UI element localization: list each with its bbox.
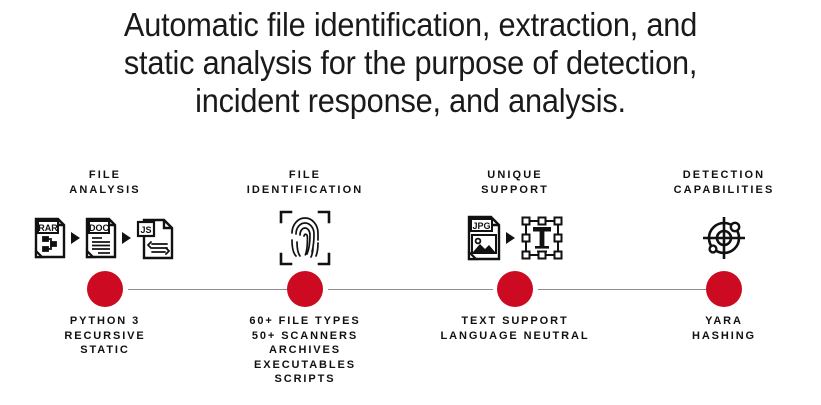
connector-line-2 (328, 289, 493, 290)
page-headline: Automatic file identification, extractio… (123, 6, 698, 119)
doc-file-icon: DOC (85, 217, 117, 259)
column-title-file-analysis: FILE ANALYSIS (69, 169, 141, 196)
column-caption-file-analysis: PYTHON 3 RECURSIVE STATIC (64, 315, 146, 356)
icon-group-file-identification (195, 209, 415, 267)
column-caption-file-identification: 60+ FILE TYPES 50+ SCANNERS ARCHIVES EXE… (249, 315, 361, 385)
rar-file-icon: RAR (34, 217, 66, 259)
arrow-right-icon (505, 232, 515, 244)
timeline-node-2[interactable] (287, 271, 323, 307)
column-caption-detection-capabilities: YARA HASHING (691, 315, 757, 342)
arrow-right-icon (122, 232, 131, 244)
fingerprint-scan-icon (278, 209, 332, 267)
svg-text:JPG: JPG (472, 221, 490, 231)
svg-text:RAR: RAR (38, 223, 58, 233)
icon-group-unique-support: JPG (405, 209, 625, 267)
timeline-node-3[interactable] (497, 271, 533, 307)
connector-line-1 (128, 289, 287, 290)
timeline-node-1[interactable] (87, 271, 123, 307)
column-title-detection-capabilities: DETECTION CAPABILITIES (673, 169, 775, 196)
target-crosshair-icon (700, 214, 748, 262)
timeline-column-unique-support: UNIQUE SUPPORT JPG (405, 168, 625, 267)
svg-text:DOC: DOC (89, 223, 110, 233)
arrow-right-icon (71, 232, 80, 244)
timeline-column-detection-capabilities: DETECTION CAPABILITIES (614, 168, 821, 267)
icon-group-file-analysis: RAR DOC (0, 209, 215, 267)
text-tool-icon (520, 215, 564, 261)
column-caption-unique-support: TEXT SUPPORT LANGUAGE NEUTRAL (440, 315, 590, 342)
svg-text:JS: JS (140, 225, 151, 235)
timeline-column-file-identification: FILE IDENTIFICATION (195, 168, 415, 267)
column-title-file-identification: FILE IDENTIFICATION (246, 169, 364, 196)
connector-line-3 (538, 289, 706, 290)
timeline-node-4[interactable] (706, 271, 742, 307)
jpg-image-file-icon: JPG (467, 215, 501, 261)
column-title-unique-support: UNIQUE SUPPORT (481, 169, 549, 196)
icon-group-detection-capabilities (614, 209, 821, 267)
timeline-column-file-analysis: FILE ANALYSIS RAR (0, 168, 215, 267)
js-file-icon: JS (136, 214, 176, 262)
